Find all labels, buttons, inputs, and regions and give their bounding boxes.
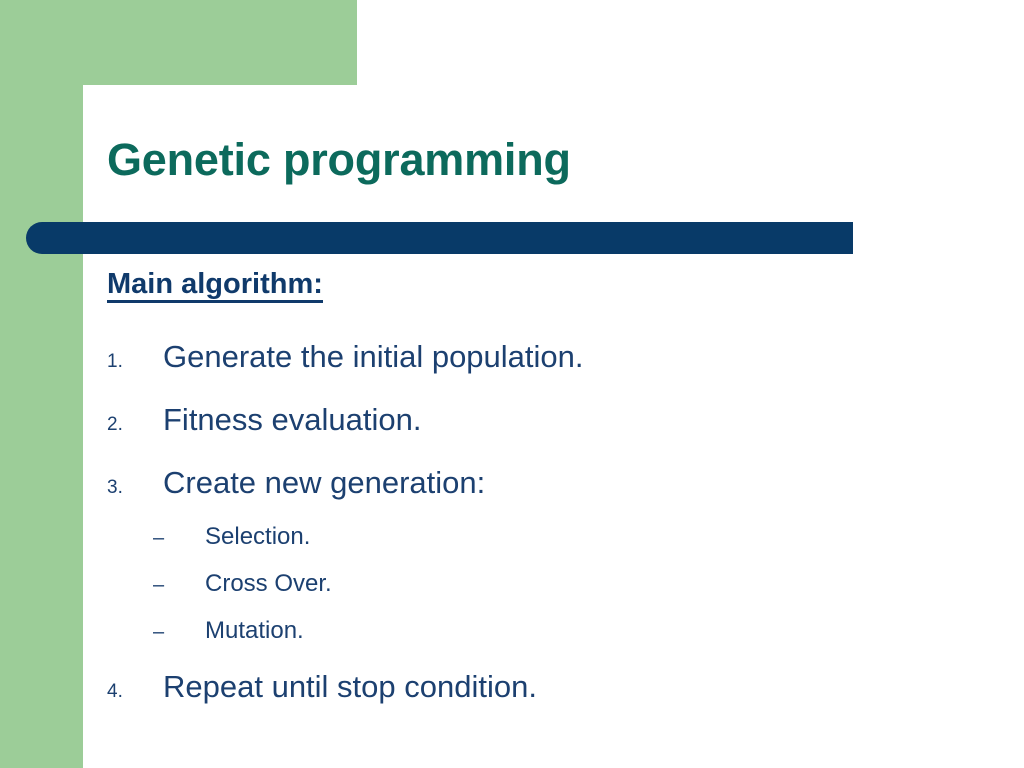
dash-bullet-icon: – [153, 574, 165, 596]
dash-bullet-icon: – [153, 621, 165, 643]
step-row: 4. Repeat until stop condition. [107, 661, 977, 718]
list-item: 4. Repeat until stop condition. [107, 661, 977, 718]
green-side-panel [0, 0, 83, 768]
sub-bullet-text: Cross Over. [205, 570, 332, 597]
step-marker: 3. [107, 477, 123, 498]
step-row: 3. Create new generation: [107, 457, 977, 514]
step-row: 1. Generate the initial population. [107, 331, 977, 388]
step-text: Fitness evaluation. [163, 402, 422, 437]
green-header-block [0, 0, 357, 85]
sub-bullet-list: – Selection. – Cross Over. – Mutation. [107, 514, 977, 655]
step-text: Generate the initial population. [163, 339, 584, 374]
algorithm-steps-list: 1. Generate the initial population. 2. F… [107, 331, 977, 718]
white-content-card [88, 85, 1024, 768]
list-item: 1. Generate the initial population. [107, 331, 977, 388]
step-text: Create new generation: [163, 465, 486, 500]
sub-bullet-text: Mutation. [205, 617, 304, 644]
slide-title: Genetic programming [107, 134, 571, 185]
list-item: 2. Fitness evaluation. [107, 394, 977, 451]
navy-divider-bar [26, 222, 853, 254]
step-marker: 1. [107, 351, 123, 372]
lead-heading: Main algorithm: [107, 270, 323, 303]
lead-heading-wrap: Main algorithm: [107, 270, 977, 318]
step-marker: 2. [107, 414, 123, 435]
step-row: 2. Fitness evaluation. [107, 394, 977, 451]
step-text: Repeat until stop condition. [163, 669, 537, 704]
list-item: – Mutation. [107, 608, 977, 655]
list-item: 3. Create new generation: – Selection. –… [107, 457, 977, 655]
slide-body: Main algorithm: 1. Generate the initial … [107, 270, 977, 724]
sub-bullet-text: Selection. [205, 523, 311, 550]
dash-bullet-icon: – [153, 527, 165, 549]
list-item: – Selection. [107, 514, 977, 561]
step-marker: 4. [107, 681, 123, 702]
list-item: – Cross Over. [107, 561, 977, 608]
